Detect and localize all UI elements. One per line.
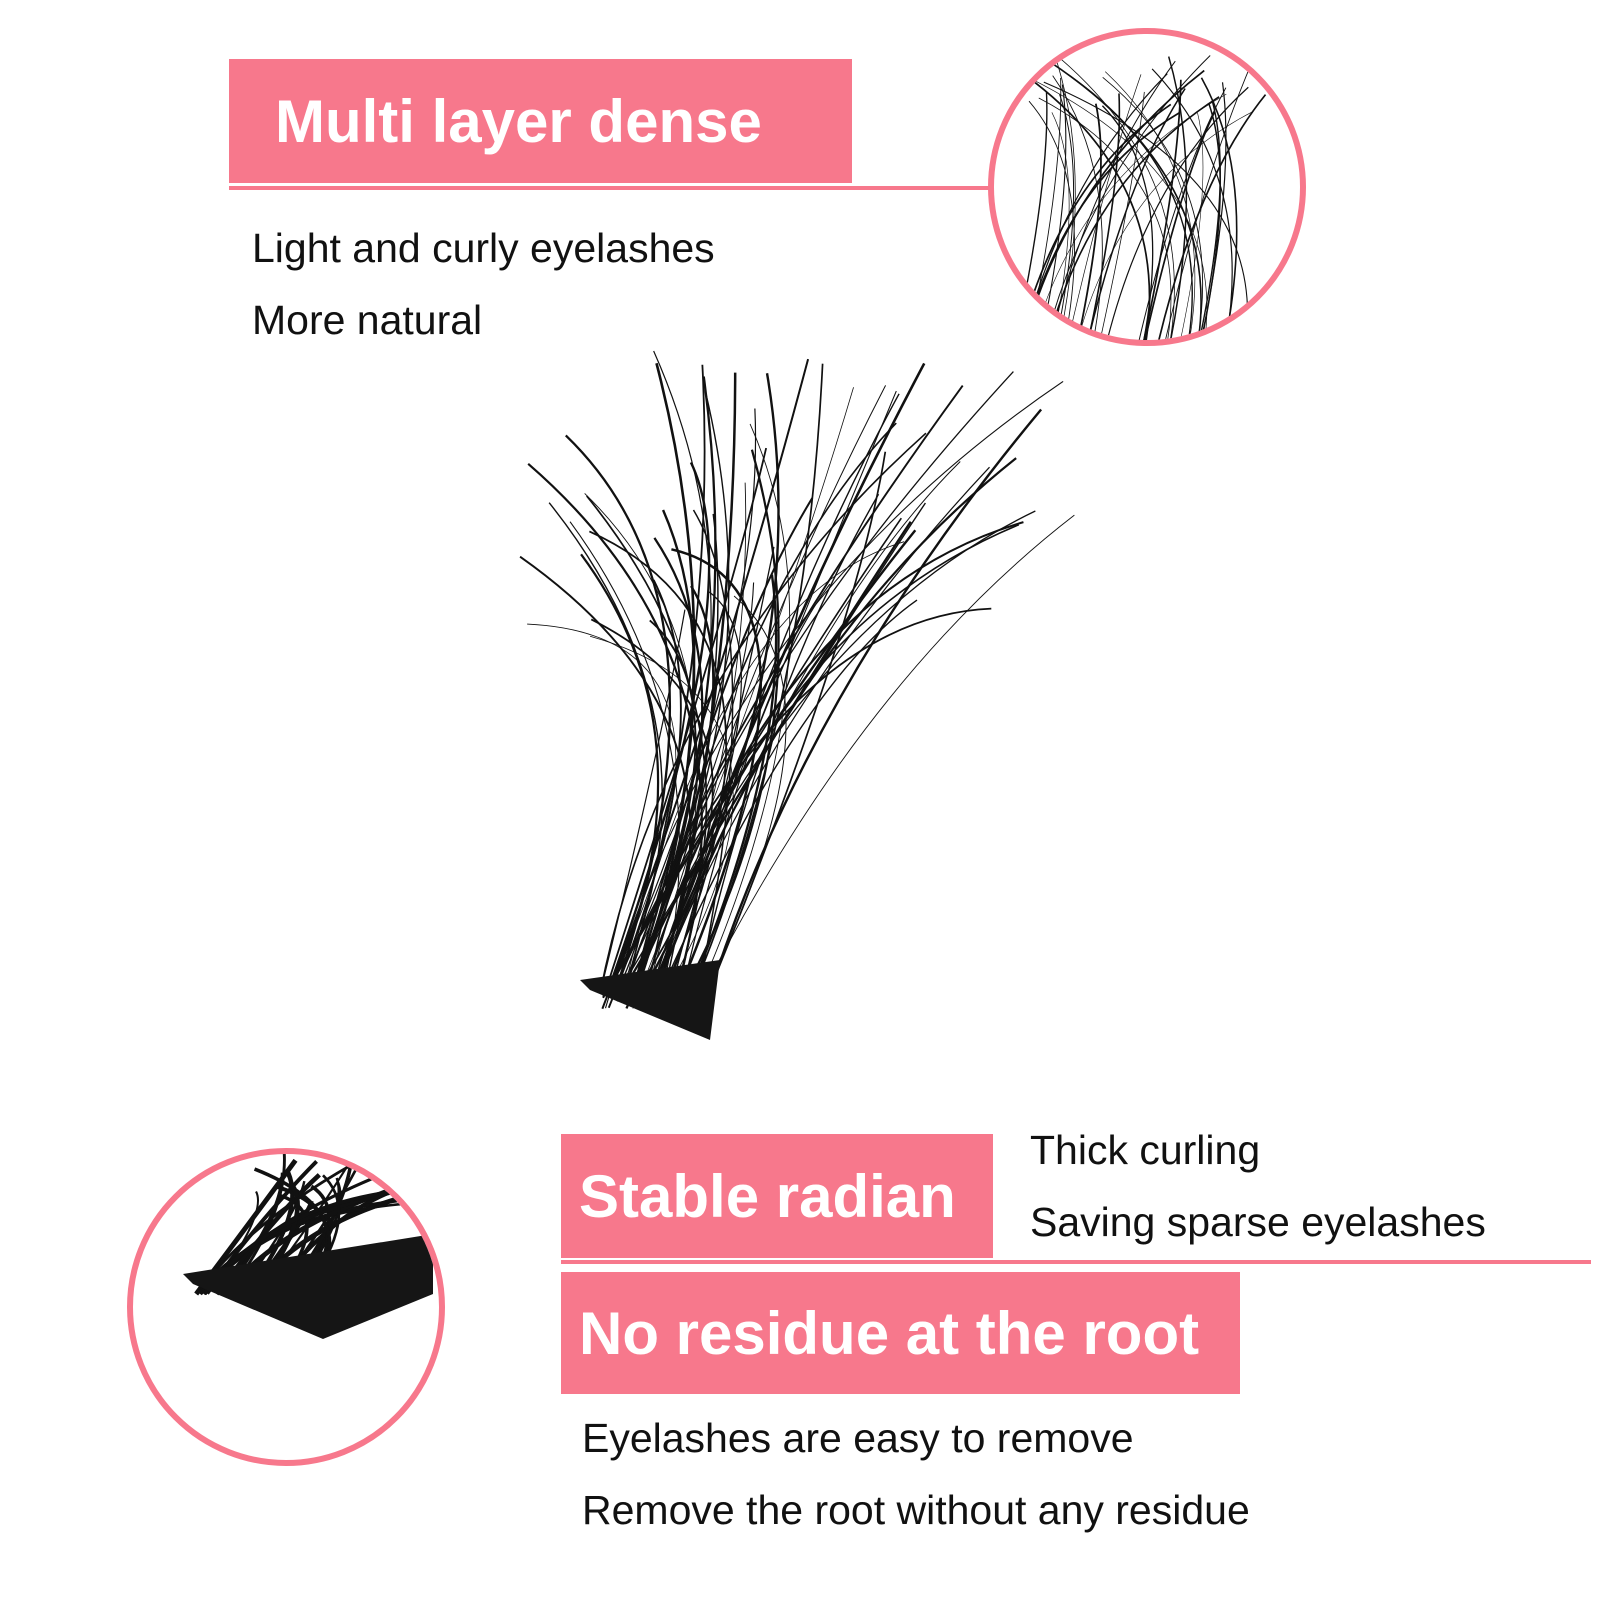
lash-strand (1200, 77, 1238, 340)
lash-strand (1106, 86, 1249, 340)
top-line-2: More natural (252, 297, 483, 343)
divider-top (229, 186, 991, 190)
lash-strand (1031, 78, 1208, 340)
lash-strand (1056, 62, 1076, 340)
lash-strand (589, 635, 734, 995)
top-line-1: Light and curly eyelashes (252, 225, 715, 271)
bottom-line-2: Remove the root without any residue (582, 1487, 1250, 1533)
lash-strand (1028, 77, 1062, 340)
lash-tips-illustration (1014, 55, 1267, 340)
lash-strand (622, 502, 926, 985)
heading-no-residue: No residue at the root (561, 1272, 1240, 1394)
lash-strand (1051, 112, 1070, 340)
lash-strand (1105, 71, 1196, 340)
lash-strand (705, 408, 1043, 1005)
lash-strand (1055, 94, 1075, 340)
lash-strand (580, 553, 660, 993)
lash-strand (1050, 60, 1176, 340)
lash-strand (663, 599, 918, 985)
eyelash-cluster-image (519, 350, 1075, 1040)
divider-middle (561, 1260, 1591, 1264)
lash-strand (662, 513, 719, 998)
lash-strand (626, 509, 696, 1004)
lash-strand (688, 363, 824, 999)
lash-strand (601, 609, 686, 986)
lash-strand (1015, 92, 1048, 340)
middle-line-2: Saving sparse eyelashes (1030, 1199, 1486, 1245)
lash-strand (569, 521, 680, 1009)
lash-strand (679, 546, 775, 984)
lash-strand (1045, 55, 1211, 340)
lash-strand (659, 461, 961, 981)
lash-strand (1180, 112, 1204, 340)
lash-strand (602, 529, 917, 998)
lash-strand (692, 509, 734, 981)
lash-strand (1164, 59, 1254, 340)
lash-root-closeup-image (127, 1148, 445, 1466)
middle-line-1: Thick curling (1030, 1127, 1261, 1173)
lash-strand (626, 364, 706, 984)
lash-strand (1077, 103, 1102, 340)
lash-band (183, 1234, 433, 1339)
lash-band (580, 960, 720, 1040)
lash-strand (680, 583, 831, 994)
lash-root-illustration (183, 1154, 439, 1339)
lash-strand (1040, 84, 1067, 340)
lash-tips-closeup-image (988, 28, 1306, 346)
heading-text: No residue at the root (579, 1299, 1200, 1367)
heading-stable-radian: Stable radian (561, 1134, 993, 1258)
lash-strand (675, 449, 780, 1007)
lash-strand (586, 495, 708, 999)
lash-strand (632, 387, 854, 1009)
heading-text: Multi layer dense (275, 87, 762, 155)
bottom-line-1: Eyelashes are easy to remove (582, 1415, 1134, 1461)
lash-strand (1158, 94, 1267, 340)
lash-strand (1047, 96, 1220, 340)
lash-strand (1087, 93, 1121, 340)
lash-strand (527, 462, 703, 1002)
lash-strand (1059, 57, 1175, 340)
lash-strand (527, 623, 677, 985)
lash-strand (602, 447, 768, 999)
lash-strand (1101, 105, 1154, 340)
lash-strand (1067, 74, 1142, 340)
lash-strand (1028, 100, 1076, 340)
lash-strand (700, 514, 1075, 997)
lash-strand (609, 350, 712, 996)
lash-strand (697, 595, 787, 1009)
lash-strand (519, 555, 692, 984)
lash-strand (601, 358, 810, 1010)
heading-multi-layer-dense: Multi layer dense (229, 59, 852, 183)
lash-strand (1048, 60, 1202, 340)
lash-strand (638, 373, 780, 999)
heading-text: Stable radian (579, 1162, 956, 1230)
lash-strand (1043, 81, 1249, 340)
lash-strand (1198, 101, 1221, 340)
lash-strand (1143, 79, 1182, 340)
